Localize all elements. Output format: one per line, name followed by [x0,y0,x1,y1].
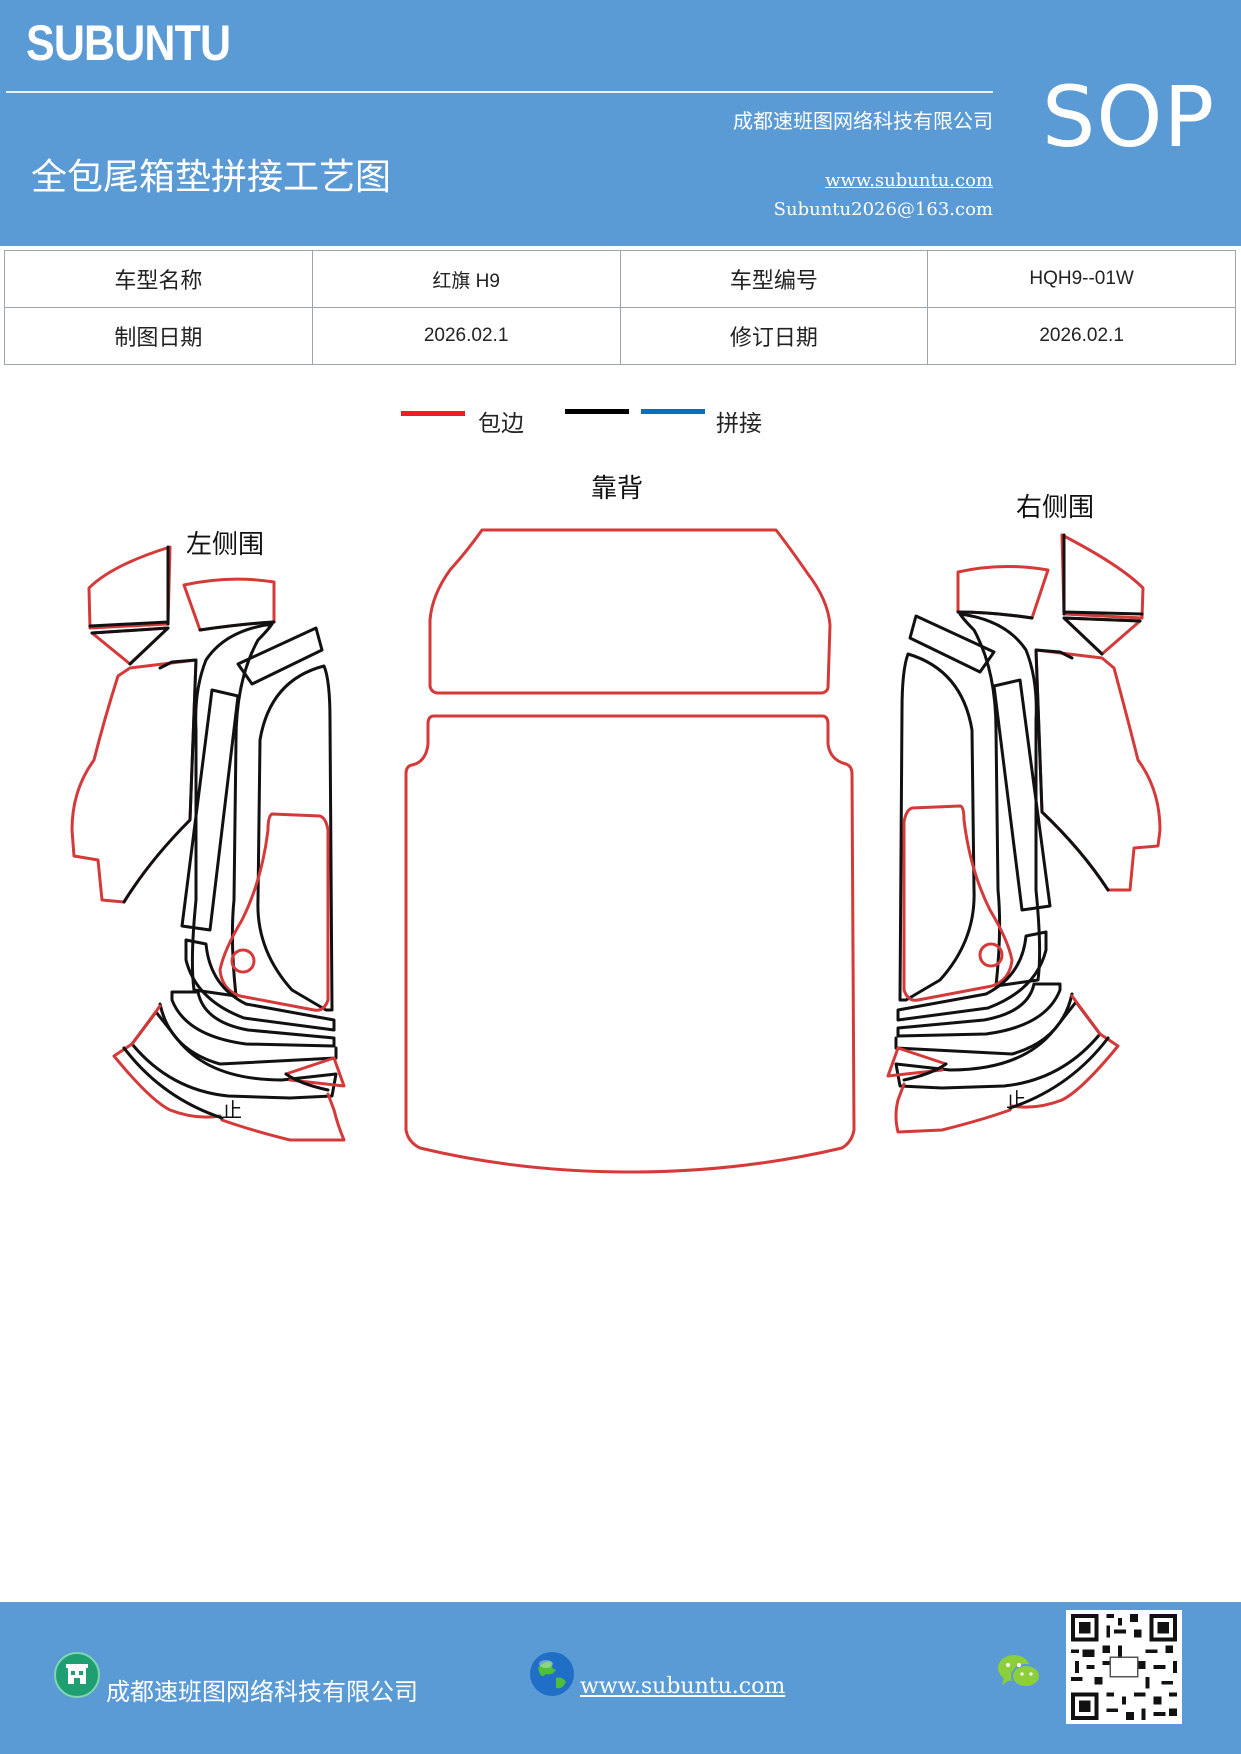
right-side-label: 右侧围 [1016,493,1095,523]
left-lower-strip-4 [130,1010,338,1100]
right-lower-strip-1 [896,930,1048,1022]
right-top-corner-seam [1062,533,1144,616]
brand-logo: SUBUNTU [26,15,231,71]
left-top-corner-piece [87,545,172,630]
footer: 成都速班图网络科技有限公司 www.subuntu.com [0,1602,1241,1754]
right-upper-strip [908,614,996,674]
left-outer-arc-seam [122,658,198,904]
left-inner-arch [256,664,334,1012]
floor-panel [404,714,856,1174]
right-outer-arc-seam [1034,648,1110,892]
building-icon [54,1652,100,1698]
legend-seam-line [641,409,705,414]
backrest-panel [428,528,832,695]
vehicle-info-table: 车型名称 红旗 H9 车型编号 HQH9--01W 制图日期 2026.02.1… [4,250,1236,365]
stop-mark-left: 止 [222,1098,242,1122]
draw-date-label: 制图日期 [4,307,313,365]
wechat-icon[interactable] [996,1652,1042,1692]
draw-date-value: 2026.02.1 [311,307,621,365]
document-title: 全包尾箱垫拼接工艺图 [31,157,392,198]
email-address: Subuntu2026@163.com [773,199,993,220]
right-top-corner-piece [1060,533,1145,620]
right-pocket-hole [978,942,1004,968]
model-code-value: HQH9--01W [927,250,1236,308]
right-bottom-seam [902,1036,1110,1110]
table-row: 车型名称 红旗 H9 车型编号 HQH9--01W [4,250,1236,308]
header-divider [6,91,993,93]
footer-website-link[interactable]: www.subuntu.com [580,1674,786,1699]
left-lower-strip-3 [158,1002,338,1066]
left-lower-strip-2 [170,990,336,1048]
mat-pattern-drawing [70,528,1162,1174]
model-name-value: 红旗 H9 [311,250,621,308]
left-outer-arc [70,658,198,904]
revision-date-value: 2026.02.1 [927,307,1236,365]
website-link[interactable]: www.subuntu.com [825,170,993,191]
right-outer-arc [1034,648,1162,892]
left-upper-cap-seam [198,620,276,632]
left-top-corner-seam [88,545,170,628]
model-code-label: 车型编号 [619,250,929,308]
right-inner-pocket [902,804,1014,1002]
left-side-panel-group [70,545,346,1142]
left-side-label: 左侧围 [186,530,265,560]
right-upper-cap [956,564,1050,620]
right-top-triangle-seam [1062,616,1142,656]
globe-icon [528,1650,576,1698]
sop-label: SOP [1042,68,1216,166]
left-inner-pocket [218,812,330,1012]
model-name-label: 车型名称 [4,250,313,308]
backrest-label: 靠背 [591,474,644,504]
right-lower-strip-2 [896,982,1062,1038]
legend-seam-label: 拼接 [716,411,762,437]
right-bottom-edge [886,994,1120,1134]
left-top-triangle-seam [90,626,170,666]
left-upper-strip [236,626,324,686]
legend-edge-label: 包边 [478,411,524,437]
footer-company-name: 成都速班图网络科技有限公司 [106,1678,418,1706]
left-vertical-strip [180,688,240,932]
right-vertical-strip [992,678,1052,912]
right-upper-cap-seam [956,610,1034,620]
right-top-triangle [1062,616,1142,656]
right-side-panel-group [886,533,1162,1134]
qr-code [1066,1610,1182,1724]
company-name: 成都速班图网络科技有限公司 [733,109,993,133]
revision-date-label: 修订日期 [619,307,929,365]
left-lower-strip-1 [184,938,336,1032]
header: SUBUNTU SOP 成都速班图网络科技有限公司 全包尾箱垫拼接工艺图 www… [0,0,1241,246]
table-row: 制图日期 2026.02.1 修订日期 2026.02.1 [4,307,1236,365]
legend-edge-line [401,411,465,416]
left-bottom-seam [122,1046,330,1120]
legend-black-line [565,409,629,414]
right-lower-strip-4 [894,1000,1102,1090]
left-bottom-edge [112,1004,346,1142]
right-inner-arch [898,652,976,1002]
left-pocket-hole [230,948,256,974]
right-lower-strip-3 [894,992,1074,1056]
